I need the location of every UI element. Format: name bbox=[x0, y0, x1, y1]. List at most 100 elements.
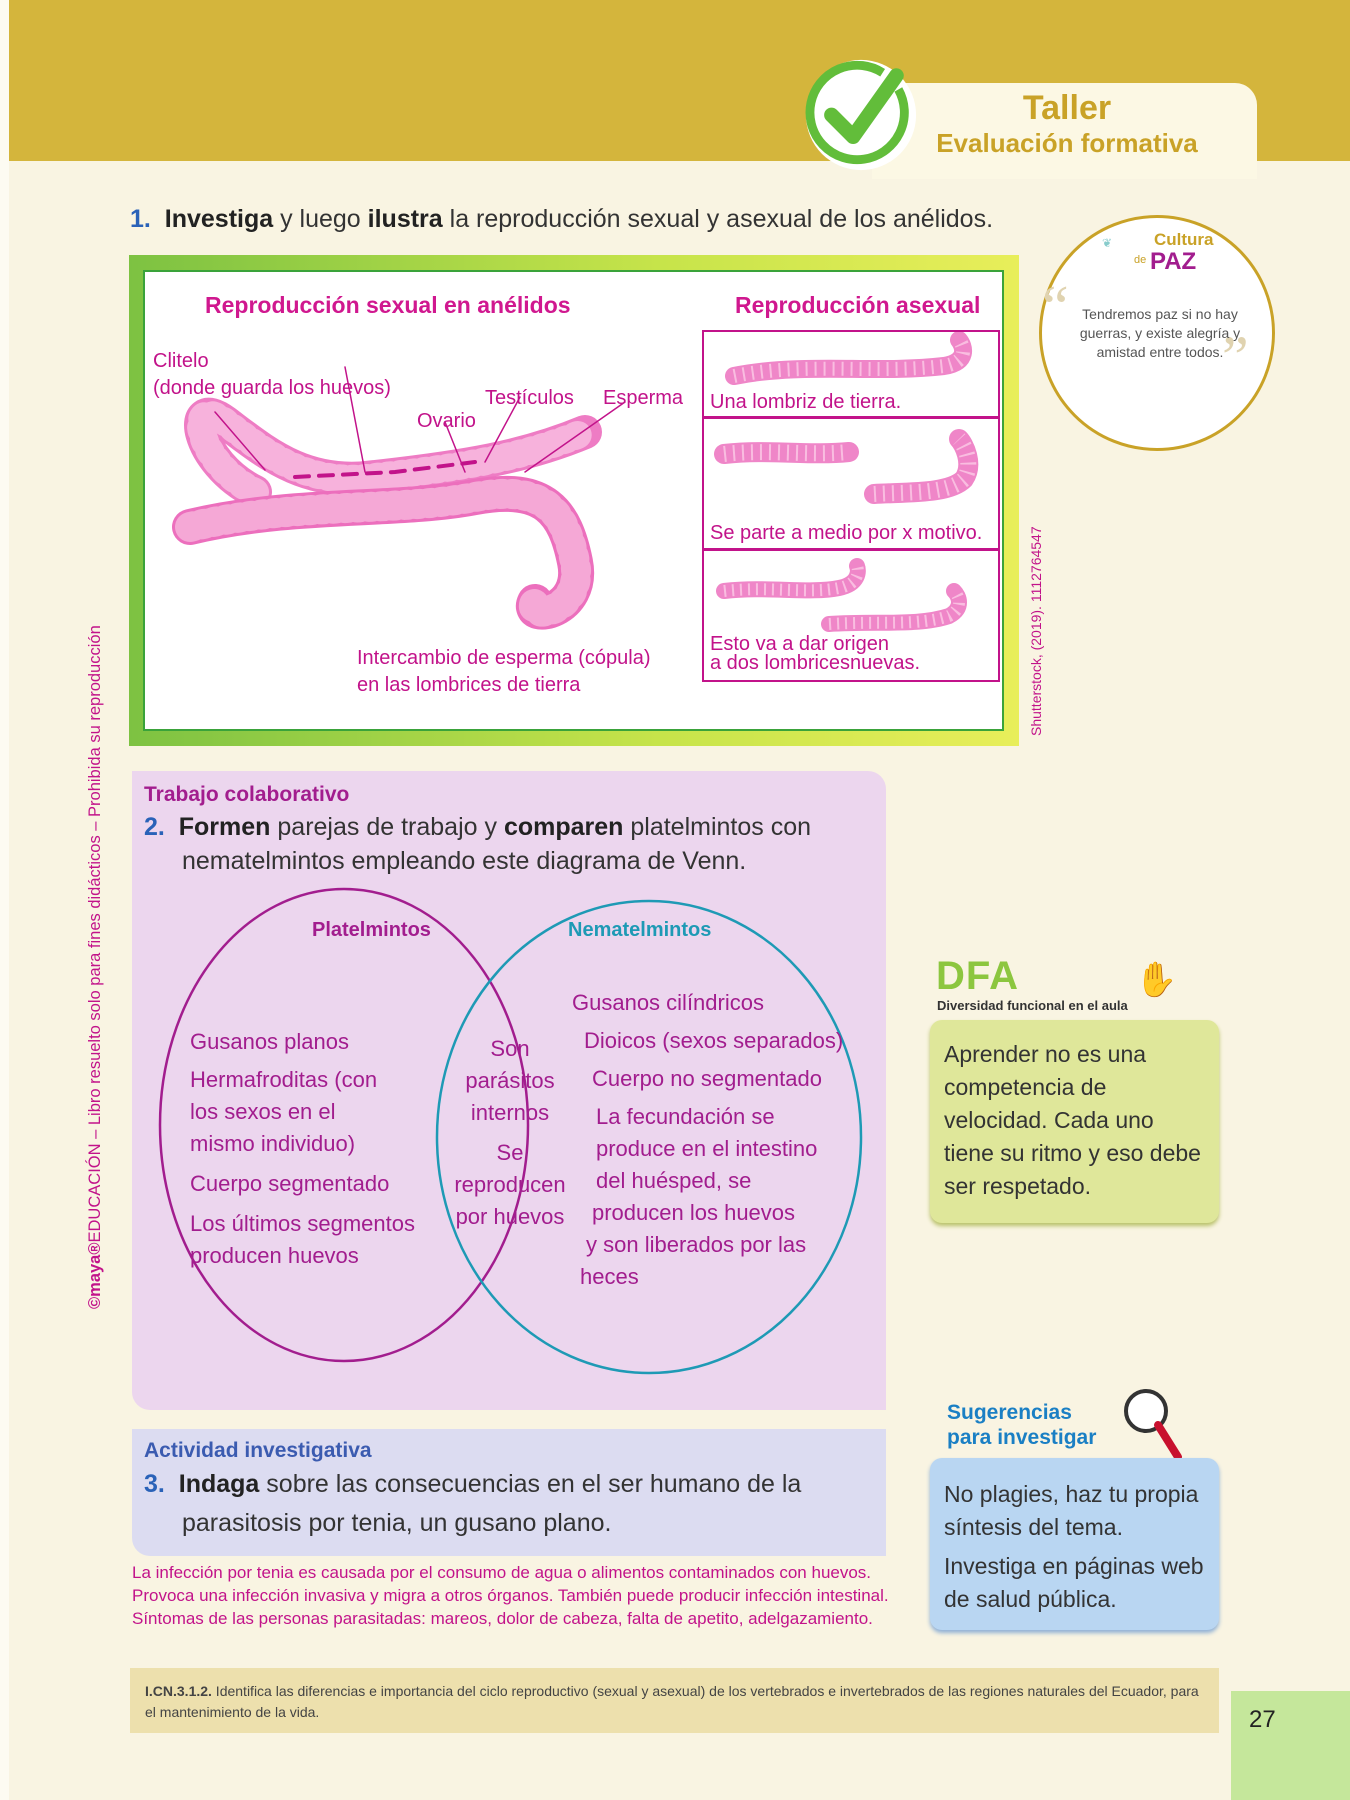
venn-item: Son bbox=[490, 1036, 530, 1061]
question-number: 2. bbox=[144, 813, 165, 841]
worm-icon bbox=[725, 332, 973, 385]
question-2-line2: nematelmintos empleando este diagrama de… bbox=[182, 847, 747, 875]
venn-item: Hermafroditas (con bbox=[190, 1067, 378, 1092]
venn-diagram bbox=[158, 887, 863, 1375]
verb: ilustra bbox=[367, 205, 443, 233]
venn-item: Los últimos segmentos bbox=[190, 1211, 415, 1236]
venn-item: Gusanos planos bbox=[190, 1029, 349, 1054]
verb: comparen bbox=[503, 813, 624, 841]
venn-item: La fecundación se bbox=[596, 1104, 775, 1129]
hand-icon: ✋ bbox=[1135, 961, 1178, 999]
section-header: Taller Evaluación formativa bbox=[872, 83, 1257, 179]
copyright-text: EDUCACIÓN – Libro resuelto solo para fin… bbox=[86, 625, 104, 1243]
step-label: Una lombriz de tierra. bbox=[710, 391, 902, 413]
mating-worms-illustration bbox=[172, 366, 626, 630]
venn-right-list: Gusanos cilíndricos Dioicos (sexos separ… bbox=[572, 987, 843, 1293]
label-ovario: Ovario bbox=[417, 410, 476, 432]
curriculum-indicator: I.CN.3.1.2. Identifica las diferencias e… bbox=[130, 1668, 1219, 1733]
title-line: Sugerencias bbox=[947, 1401, 1072, 1424]
section-label: Actividad investigativa bbox=[144, 1439, 372, 1462]
verb: Indaga bbox=[178, 1470, 260, 1498]
research-activity-panel: Actividad investigativa 3. Indaga sobre … bbox=[132, 1429, 886, 1556]
venn-item: los sexos en el bbox=[190, 1099, 336, 1124]
venn-center-list: Son parásitos internos Se reproducen por… bbox=[445, 1033, 575, 1233]
asexual-step-1: Una lombriz de tierra. bbox=[702, 330, 1000, 418]
venn-item: Dioicos (sexos separados) bbox=[584, 1028, 844, 1053]
page-edge bbox=[0, 0, 9, 1800]
question-1: 1. Investiga y luego ilustra la reproduc… bbox=[130, 205, 993, 234]
verb: Investiga bbox=[164, 205, 274, 233]
verb: Formen bbox=[178, 813, 271, 841]
logo-text: PAZ bbox=[1150, 248, 1197, 275]
venn-item: produce en el intestino bbox=[596, 1136, 818, 1161]
venn-item: Cuerpo segmentado bbox=[190, 1171, 390, 1196]
asexual-title: Reproducción asexual bbox=[735, 292, 981, 318]
logo-text: Cultura bbox=[1154, 230, 1214, 249]
sexual-title: Reproducción sexual en anélidos bbox=[205, 292, 571, 318]
dfa-logo: DFA bbox=[936, 954, 1019, 998]
question-3: 3. Indaga sobre las consecuencias en el … bbox=[144, 1470, 801, 1499]
sugerencias-note: No plagies, haz tu propia síntesis del t… bbox=[930, 1458, 1219, 1630]
venn-item: producen los huevos bbox=[592, 1200, 796, 1225]
venn-right-title: Nematelmintos bbox=[568, 919, 712, 941]
section-label: Trabajo colaborativo bbox=[144, 783, 350, 806]
cultura-de-paz-badge: ❦ Cultura de PAZ “ ” bbox=[1039, 215, 1275, 451]
venn-item: internos bbox=[470, 1100, 550, 1125]
dfa-note: Aprender no es una competencia de veloci… bbox=[930, 1020, 1219, 1223]
venn-item: Cuerpo no segmentado bbox=[592, 1066, 822, 1091]
step-label: Esto va a dar origen bbox=[710, 633, 889, 655]
collaborative-work-panel: Trabajo colaborativo 2. Formen parejas d… bbox=[132, 771, 886, 1410]
text: sobre las consecuencias en el ser humano… bbox=[259, 1470, 802, 1498]
label-clitelo-sub: (donde guarda los huevos) bbox=[153, 377, 391, 399]
venn-item: parásitos bbox=[465, 1068, 555, 1093]
logo-text: de bbox=[1134, 254, 1147, 266]
step-label-2: a dos lombricesnuevas. bbox=[710, 652, 921, 674]
venn-item: reproducen bbox=[454, 1172, 566, 1197]
venn-circle-nematelmintos bbox=[435, 899, 863, 1375]
question-3-line2: parasitosis por tenia, un gusano plano. bbox=[182, 1509, 612, 1537]
indicator-code: I.CN.3.1.2. bbox=[145, 1683, 212, 1699]
split-worm-icon bbox=[714, 429, 979, 504]
answer-text: La infección por tenia es causada por el… bbox=[132, 1563, 889, 1628]
label-testiculos: Testículos bbox=[485, 387, 574, 409]
indicator-text: Identifica las diferencias e importancia… bbox=[145, 1683, 1199, 1720]
close-quote-icon: ” bbox=[1222, 324, 1249, 390]
venn-item: Se bbox=[496, 1140, 524, 1165]
open-quote-icon: “ bbox=[1042, 274, 1069, 340]
copyright-notice: ©maya®EDUCACIÓN – Libro resuelto solo pa… bbox=[86, 479, 105, 1309]
venn-item: heces bbox=[580, 1264, 639, 1289]
venn-circle-platelmintos bbox=[158, 887, 530, 1363]
venn-item: Gusanos cilíndricos bbox=[572, 990, 764, 1015]
annelid-figure: Reproducción sexual en anélidos Reproduc… bbox=[143, 270, 1004, 731]
dfa-subtitle: Diversidad funcional en el aula bbox=[937, 998, 1128, 1013]
question-number: 3. bbox=[144, 1470, 165, 1498]
label-intercambio: Intercambio de esperma (cópula) bbox=[357, 647, 651, 669]
venn-left-list: Gusanos planos Hermafroditas (con los se… bbox=[190, 1026, 415, 1272]
step-label: Se parte a medio por x motivo. bbox=[710, 522, 983, 544]
text: parejas de trabajo y bbox=[270, 813, 504, 841]
venn-item: por huevos bbox=[455, 1204, 565, 1229]
title-line: para investigar bbox=[947, 1426, 1097, 1449]
tip: No plagies, haz tu propia síntesis del t… bbox=[944, 1481, 1199, 1540]
image-credit: Shutterstock, (2019). 1112764547 bbox=[1028, 526, 1044, 736]
section-subtitle: Evaluación formativa bbox=[936, 128, 1198, 158]
text: la reproducción sexual y asexual de los … bbox=[442, 205, 994, 233]
label-intercambio-2: en las lombrices de tierra bbox=[357, 674, 581, 696]
page-number: 27 bbox=[1231, 1691, 1350, 1800]
peace-quote: Tendremos paz si no hay guerras, y exist… bbox=[1079, 306, 1241, 360]
venn-item: producen huevos bbox=[190, 1243, 359, 1268]
venn-item: y son liberados por las bbox=[586, 1232, 807, 1257]
text: y luego bbox=[273, 205, 368, 233]
text: platelmintos con bbox=[623, 813, 812, 841]
checkmark-icon bbox=[805, 59, 917, 171]
olive-branch-icon: ❦ bbox=[1102, 236, 1113, 250]
venn-item: mismo individuo) bbox=[190, 1131, 356, 1156]
magnifier-icon bbox=[1124, 1389, 1182, 1461]
label-clitelo: Clitelo bbox=[153, 350, 209, 372]
tip: Investiga en páginas web de salud públic… bbox=[944, 1553, 1204, 1612]
brand: ©maya® bbox=[86, 1242, 104, 1309]
asexual-step-3: Esto va a dar origen a dos lombricesnuev… bbox=[702, 549, 1000, 682]
question-2: 2. Formen parejas de trabajo y comparen … bbox=[144, 813, 811, 842]
question-number: 1. bbox=[130, 205, 151, 233]
